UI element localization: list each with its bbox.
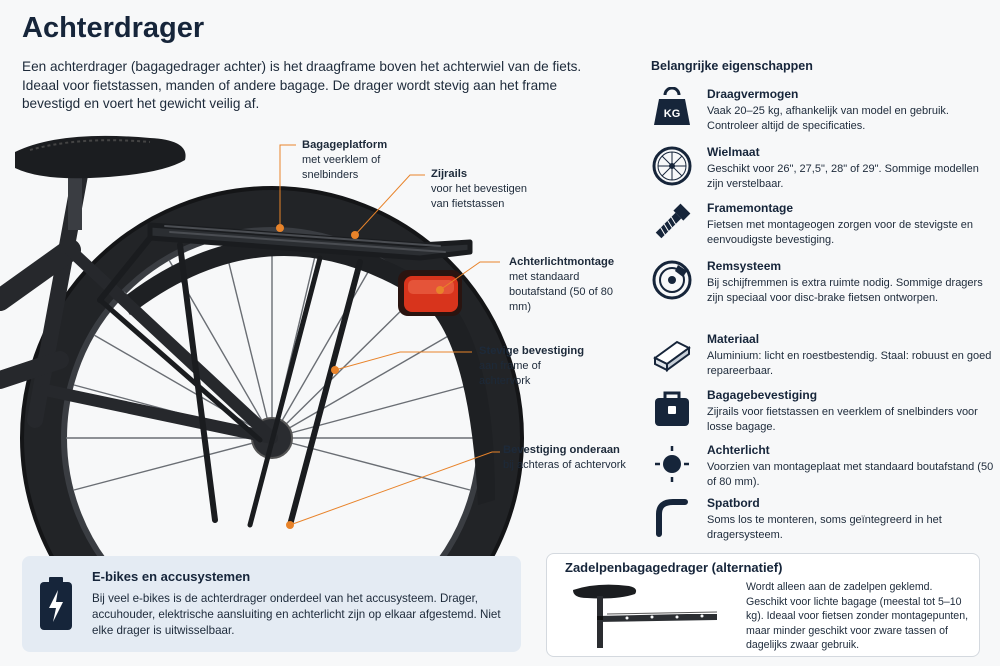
property-title: Remsysteem [707,259,782,273]
callout-sturdy-mount: Stevige bevestiging aan frame of achterv… [479,344,594,389]
weight-kg-icon: KG [654,87,690,125]
callout-rear-light-mount: Achterlichtmontage met standaard boutafs… [509,255,619,315]
fender-icon [656,499,688,537]
pannier-bag-icon [655,391,689,426]
property-desc: Voorzien van montageplaat met standaard … [707,461,994,488]
battery-icon [40,577,72,630]
callout-title: Bevestiging onderaan [503,444,620,456]
property-frame-mount: Framemontage Fietsen met montageogen zor… [651,201,996,261]
property-desc: Bij schijfremmen is extra ruimte nodig. … [707,277,983,304]
property-material: Materiaal Aluminium: licht en roestbeste… [651,332,996,392]
callout-title: Zijrails [431,168,468,180]
seatpost-title: Zadelpenbagagedrager (alternatief) [565,560,783,575]
callout-desc: voor het bevestigen van fietstassen [431,183,528,210]
property-desc: Soms los te monteren, soms geïntegreerd … [707,514,942,541]
callout-title: Stevige bevestiging [479,345,585,357]
rear-rack [97,222,473,528]
ebike-desc: Bij veel e-bikes is de achterdrager onde… [92,592,501,637]
seatpost-rack-box: Zadelpenbagagedrager (alternatief) Wordt… [546,553,980,657]
ebike-info-box: E-bikes en accusystemen Bij veel e-bikes… [22,556,521,652]
callout-desc: met standaard boutafstand (50 of 80 mm) [509,271,613,313]
callout-dots [276,224,444,529]
property-desc: Vaak 20–25 kg, afhankelijk van model en … [707,105,949,132]
bike-rear-illustration [0,135,524,560]
callout-desc: aan frame of achtervork [479,360,541,387]
property-title: Achterlicht [707,443,770,457]
callout-lines [279,144,500,526]
property-desc: Geschikt voor 26", 27,5", 28" of 29". So… [707,163,979,190]
property-title: Framemontage [707,201,794,215]
rear-wheel [20,186,524,560]
wheel-icon [652,146,692,186]
property-brake-system: Remsysteem Bij schijfremmen is extra rui… [651,259,996,319]
property-title: Wielmaat [707,145,760,159]
bolt-icon [655,203,691,239]
callout-desc: bij achteras of achtervork [503,459,626,471]
property-carrying-capacity: KG Draagvermogen Vaak 20–25 kg, afhankel… [651,87,996,147]
rear-light [398,270,462,316]
seatpost-rack-illustration [573,584,718,648]
callout-side-rails: Zijrails voor het bevestigen van fietsta… [431,167,531,212]
material-bar-icon [653,340,691,372]
property-rear-light: Achterlicht Voorzien van montageplaat me… [651,443,996,503]
callout-desc: met veerklem of snelbinders [302,154,381,181]
property-luggage-attachment: Bagagebevestiging Zijrails voor fietstas… [651,388,996,448]
property-fender: Spatbord Soms los te monteren, soms geïn… [651,496,996,556]
property-title: Bagagebevestiging [707,388,818,402]
saddle [15,135,186,230]
disc-brake-icon [652,260,692,300]
intro-text: Een achterdrager (bagagedrager achter) i… [22,59,582,111]
callout-luggage-platform: Bagageplatform met veerklem of snelbinde… [302,138,412,183]
weight-kg-label: KG [664,108,681,120]
property-title: Materiaal [707,332,760,346]
property-desc: Aluminium: licht en roestbestendig. Staa… [707,350,992,377]
property-title: Spatbord [707,496,760,510]
ebike-title: E-bikes en accusystemen [92,569,251,584]
page-title: Achterdrager [22,12,205,44]
property-wheel-size: Wielmaat Geschikt voor 26", 27,5", 28" o… [651,145,996,205]
property-desc: Zijrails voor fietstassen en veerklem of… [707,406,978,433]
callout-title: Achterlichtmontage [509,256,615,268]
callout-bottom-mount: Bevestiging onderaan bij achteras of ach… [503,443,628,473]
rear-light-icon [655,446,689,482]
callout-title: Bagageplatform [302,139,388,151]
seatpost-desc: Wordt alleen aan de zadelpen geklemd. Ge… [746,581,969,651]
property-desc: Fietsen met montageogen zorgen voor de s… [707,219,973,246]
properties-heading: Belangrijke eigenschappen [651,59,813,73]
property-title: Draagvermogen [707,87,799,101]
